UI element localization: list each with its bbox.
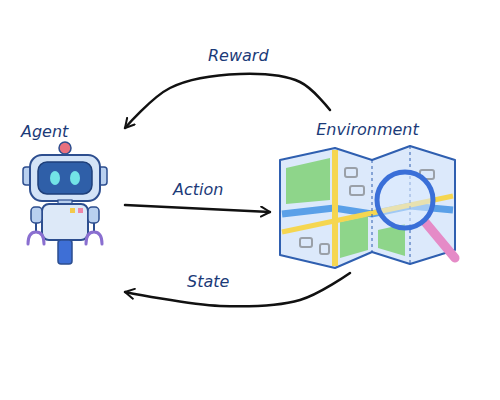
robot-figure <box>23 142 107 264</box>
node-label: Agent <box>21 122 68 141</box>
flow-arrow <box>125 205 270 212</box>
map-figure <box>280 146 455 268</box>
edge-label: Action <box>170 180 226 199</box>
figure-node: Environment <box>270 110 465 273</box>
edge-label: Reward <box>205 46 272 65</box>
flow-arrow <box>125 273 350 306</box>
node-label: Environment <box>316 120 419 139</box>
edge-label: State <box>184 272 232 291</box>
flow-arrow <box>125 74 330 128</box>
figure-node: Agent <box>15 118 125 298</box>
